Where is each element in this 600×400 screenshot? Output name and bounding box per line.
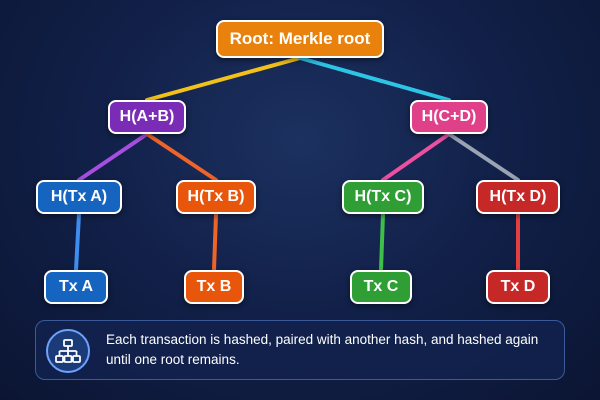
edge-root-hab	[145, 56, 302, 102]
tx-b-node: Tx B	[184, 270, 244, 304]
hash-tx-a-node: H(Tx A)	[36, 180, 122, 214]
tx-d-label: Tx D	[500, 278, 536, 295]
edge-root-hcd	[298, 56, 451, 102]
hash-tx-c-label: H(Tx C)	[354, 188, 412, 205]
hash-tx-d-label: H(Tx D)	[489, 188, 547, 205]
merkle-root-label: Root: Merkle root	[229, 29, 371, 48]
tx-c-label: Tx C	[363, 278, 399, 295]
edge-hcd-hc	[381, 132, 451, 182]
edge-hcd-hd	[447, 132, 520, 182]
tx-a-label: Tx A	[58, 278, 94, 295]
hash-tx-a-label: H(Tx A)	[50, 188, 108, 205]
edge-hc-tc	[379, 212, 385, 272]
hash-cd-node: H(C+D)	[410, 100, 488, 134]
tx-b-label: Tx B	[196, 278, 232, 295]
tx-d-node: Tx D	[486, 270, 550, 304]
merkle-root-node: Root: Merkle root	[216, 20, 384, 58]
hash-cd-label: H(C+D)	[421, 108, 477, 125]
caption-text: Each transaction is hashed, paired with …	[106, 332, 539, 367]
edge-hb-tb	[212, 212, 218, 272]
edge-hab-ha	[77, 132, 149, 182]
caption-box: Each transaction is hashed, paired with …	[35, 320, 565, 380]
hash-tx-b-node: H(Tx B)	[176, 180, 256, 214]
edge-ha-ta	[74, 212, 81, 272]
hierarchy-icon	[46, 329, 90, 373]
hash-tx-b-label: H(Tx B)	[187, 188, 245, 205]
hash-ab-label: H(A+B)	[119, 108, 175, 125]
edge-hab-hb	[145, 132, 218, 182]
hash-tx-c-node: H(Tx C)	[342, 180, 424, 214]
tx-c-node: Tx C	[350, 270, 412, 304]
tx-a-node: Tx A	[44, 270, 108, 304]
hash-tx-d-node: H(Tx D)	[476, 180, 560, 214]
hash-ab-node: H(A+B)	[108, 100, 186, 134]
